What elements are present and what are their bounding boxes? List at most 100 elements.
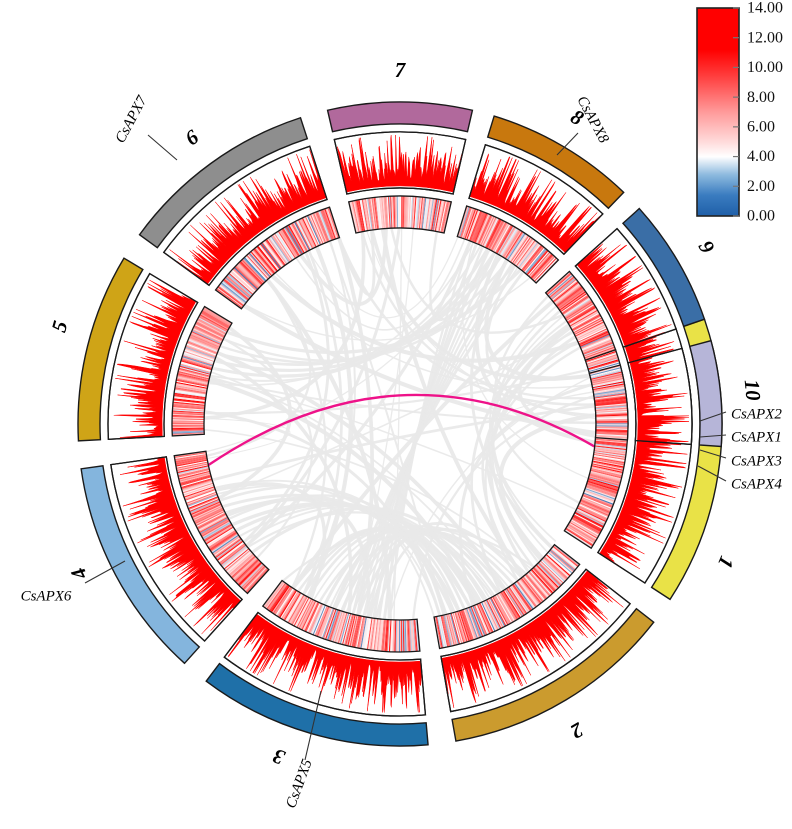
chromosome-band-2[interactable] <box>451 607 655 742</box>
heatmap-cell <box>229 271 254 295</box>
heatmap-cell <box>337 612 348 644</box>
heatmap-cell <box>187 339 219 353</box>
chromosome-band-9[interactable] <box>621 207 706 328</box>
heatmap-cell <box>387 196 391 229</box>
heatmap-cell <box>494 595 512 624</box>
heatmap-cell <box>487 598 504 628</box>
heatmap-cell <box>388 619 392 652</box>
heatmap-cell <box>231 269 256 292</box>
heatmap-cell <box>479 602 494 633</box>
heatmap-cell <box>401 619 404 652</box>
heatmap-cell <box>206 527 235 546</box>
chromosome-band-4[interactable] <box>80 464 201 665</box>
heatmap-cell <box>570 519 600 536</box>
heatmap-cell <box>473 212 487 243</box>
heatmap-cell <box>285 593 303 622</box>
heatmap-cell <box>311 213 326 244</box>
chromosome-band-7[interactable] <box>326 101 474 133</box>
heatmap-cell <box>590 468 623 477</box>
heatmap-cell <box>196 512 226 529</box>
heatmap-cell <box>301 217 317 248</box>
heatmap-cell <box>177 467 210 476</box>
heatmap-cell <box>589 472 621 482</box>
heatmap-cell <box>413 196 417 229</box>
heatmap-cell <box>585 485 617 497</box>
heatmap-cell <box>432 199 439 231</box>
heatmap-cell <box>399 619 402 652</box>
heatmap-cell <box>270 585 290 613</box>
heatmap-cell <box>321 209 334 241</box>
heatmap-cell <box>595 426 628 428</box>
heatmap-cell <box>357 199 365 232</box>
heatmap-cell <box>218 542 245 563</box>
heatmap-cell <box>318 607 332 638</box>
synteny-link <box>474 253 597 445</box>
heatmap-cell <box>360 616 367 649</box>
heatmap-cell <box>358 199 366 232</box>
heatmap-cell <box>386 196 390 229</box>
heatmap-cell <box>468 210 481 241</box>
chromosome-band-8[interactable] <box>486 115 625 210</box>
heatmap-cell <box>595 414 628 417</box>
heatmap-cell <box>251 250 273 276</box>
synteny-link <box>491 315 564 553</box>
chromosome-band-10[interactable] <box>688 339 723 448</box>
heatmap-cell <box>271 586 291 614</box>
heatmap-cell <box>590 468 622 478</box>
heatmap-cell <box>577 328 608 343</box>
gene-density-trace <box>227 613 423 713</box>
chromosome-band-5[interactable] <box>77 257 144 442</box>
heatmap-cell <box>173 394 206 401</box>
heatmap-cell <box>256 246 278 272</box>
heatmap-cell <box>275 232 294 261</box>
heatmap-cell <box>581 497 612 511</box>
heatmap-cell <box>534 565 558 590</box>
synteny-link <box>235 502 477 605</box>
heatmap-cell <box>578 503 609 518</box>
heatmap-cell <box>297 599 313 629</box>
heatmap-cell <box>562 296 590 316</box>
heatmap-cell <box>459 610 471 642</box>
heatmap-cell <box>287 594 305 624</box>
colorbar-gradient[interactable] <box>696 7 740 217</box>
heatmap-cell <box>174 454 207 462</box>
heatmap-cell <box>317 211 330 242</box>
heatmap-cell <box>594 397 627 403</box>
synteny-link <box>220 260 509 364</box>
heatmap-cell <box>298 599 314 629</box>
heatmap-cell <box>594 393 627 399</box>
heatmap-cell <box>592 380 624 388</box>
heatmap-cell <box>188 496 219 511</box>
heatmap-cell <box>304 216 320 246</box>
heatmap-cell <box>175 383 208 391</box>
heatmap-cell <box>211 534 239 554</box>
heatmap-cell <box>353 615 362 648</box>
heatmap-cell <box>496 594 514 623</box>
heatmap-cell <box>404 619 407 652</box>
heatmap-cell <box>239 563 263 587</box>
heatmap-cell <box>177 375 209 384</box>
gene-density-trace <box>113 279 197 439</box>
chromosome-band-3[interactable] <box>205 662 429 747</box>
heatmap-cell <box>594 444 627 450</box>
heatmap-cell <box>172 418 205 420</box>
line-segment-chr9 <box>574 227 677 348</box>
heatmap-cell <box>482 601 498 631</box>
heatmap-cell <box>216 540 243 560</box>
heatmap-cell <box>269 236 289 264</box>
heatmap-cell <box>300 218 316 248</box>
heatmap-cell <box>595 406 628 411</box>
chromosome-band-6[interactable] <box>138 116 309 249</box>
heatmap-cell <box>372 197 378 230</box>
heatmap-cell <box>201 310 231 328</box>
heatmap-cell <box>556 286 583 307</box>
heatmap-cell <box>499 592 517 621</box>
heatmap-cell <box>236 561 261 585</box>
heatmap-cell <box>450 613 461 645</box>
heatmap-cell <box>175 457 208 465</box>
heatmap-cell <box>255 246 277 273</box>
heatmap-cell <box>501 228 520 257</box>
heatmap-cell <box>373 197 379 230</box>
heatmap-cell <box>416 196 420 229</box>
